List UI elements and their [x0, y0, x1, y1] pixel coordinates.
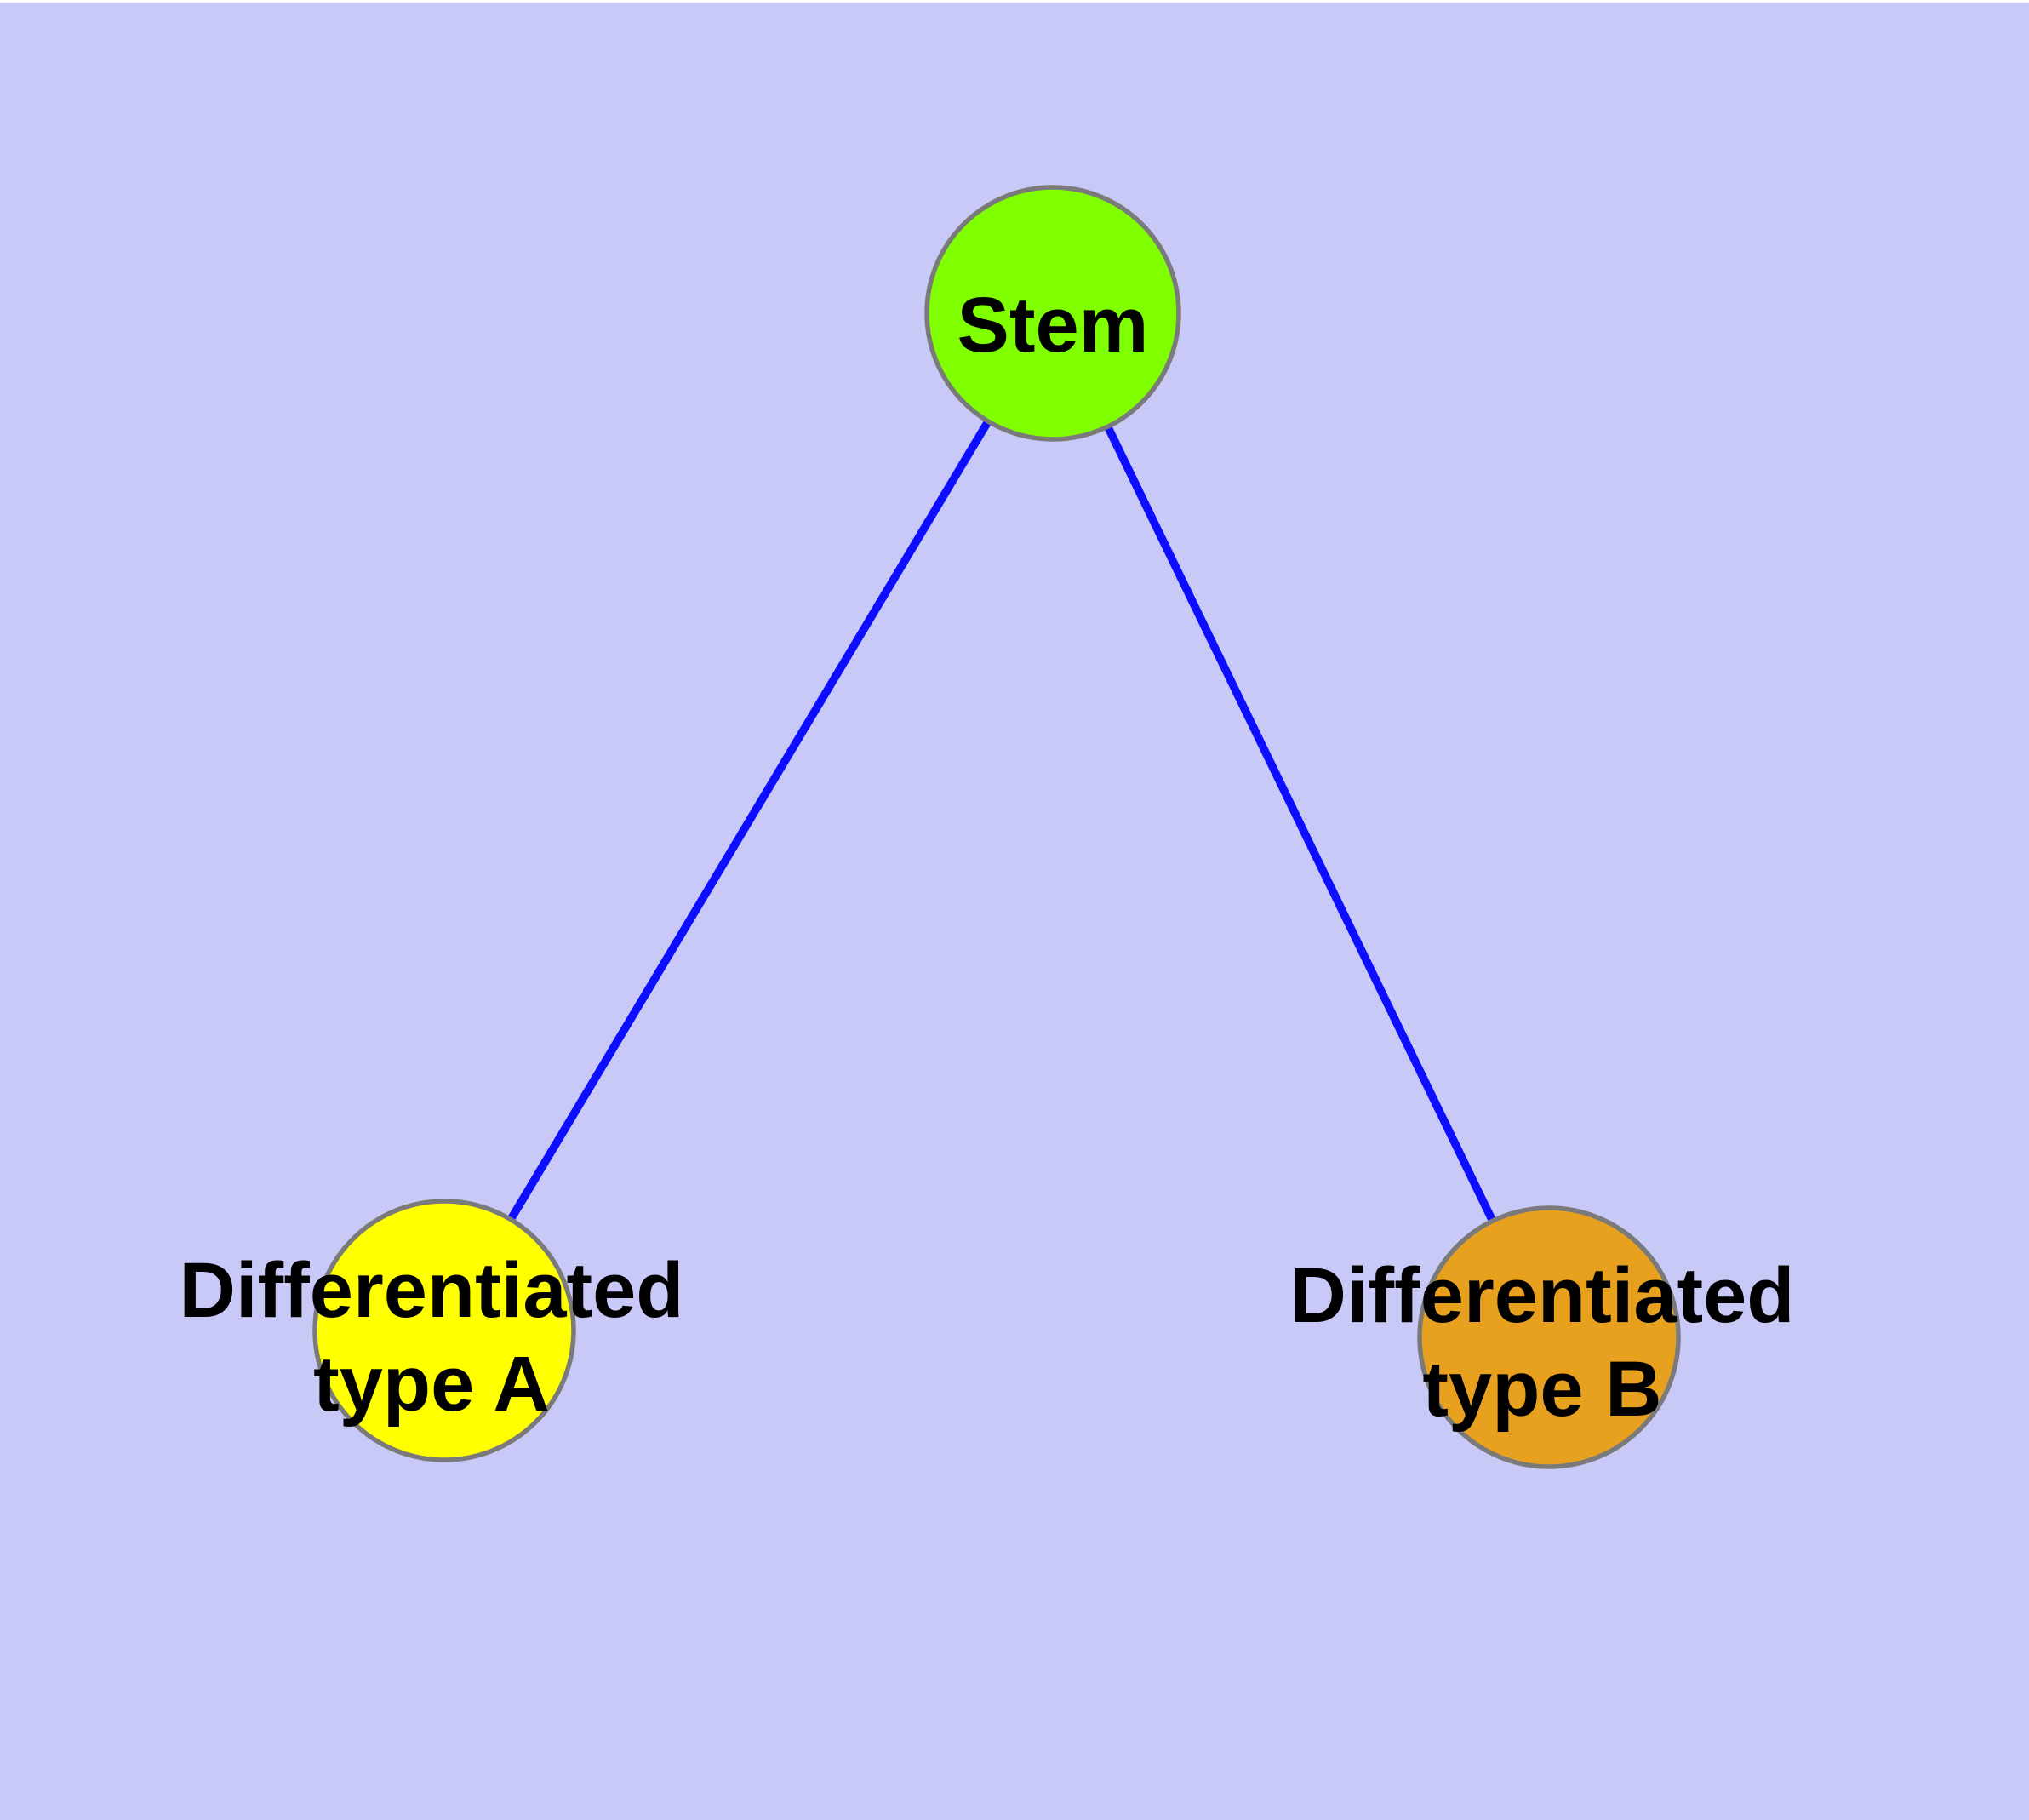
type-b-label-line1: Differentiated	[1290, 1252, 1795, 1339]
differentiated-type-a-node: Differentiated type A	[180, 1199, 684, 1462]
top-white-strip	[0, 0, 2029, 3]
type-b-node-circle	[1417, 1205, 1681, 1469]
edge-stem-to-type-b	[1049, 311, 1553, 1340]
type-b-label-line2: type B	[1422, 1346, 1661, 1433]
stem-node: Stem	[924, 185, 1181, 442]
type-a-label-line1: Differentiated	[180, 1247, 684, 1334]
type-a-node-circle	[312, 1199, 576, 1462]
edge-stem-to-type-a	[440, 311, 1057, 1333]
differentiated-type-b-node: Differentiated type B	[1290, 1205, 1795, 1469]
stem-node-label: Stem	[957, 282, 1149, 369]
stem-node-circle	[924, 185, 1181, 442]
type-a-label-line2: type A	[313, 1341, 550, 1428]
